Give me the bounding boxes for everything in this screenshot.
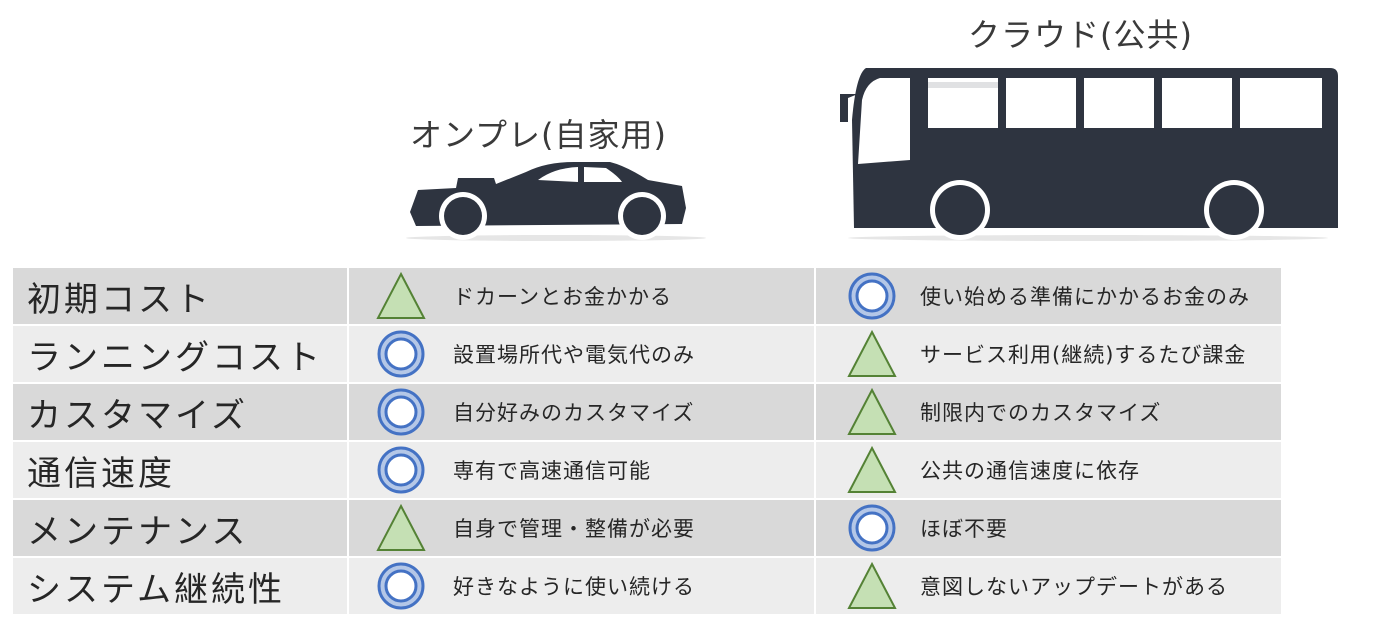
table-row: メンテナンス 自身で管理・整備が必要 ほぼ不要 (13, 500, 1283, 558)
bus-icon (840, 68, 1338, 241)
comparison-table: 初期コスト ドカーンとお金かかる 使い始める準備にかかるお金のみランニングコスト 設置… (13, 268, 1283, 616)
table-row: ランニングコスト 設置場所代や電気代のみ サービス利用(継続)するたび課金 (13, 326, 1283, 384)
cloud-description: 使い始める準備にかかるお金のみ (920, 285, 1250, 309)
cloud-cell: 公共の通信速度に依存 (816, 442, 1283, 500)
cloud-description: ほぼ不要 (920, 517, 1008, 541)
onprem-cell: 自身で管理・整備が必要 (349, 500, 816, 558)
onprem-description: 自分好みのカスタマイズ (453, 401, 695, 425)
cloud-cell: 制限内でのカスタマイズ (816, 384, 1283, 442)
circle-mark-icon (377, 446, 425, 494)
table-row: システム継続性 好きなように使い続ける 意図しないアップデートがある (13, 558, 1283, 616)
onprem-cell: 設置場所代や電気代のみ (349, 326, 816, 384)
criterion-label: システム継続性 (13, 558, 349, 616)
circle-mark-icon (377, 562, 425, 610)
criterion-label: メンテナンス (13, 500, 349, 558)
onprem-description: 専有で高速通信可能 (453, 459, 651, 483)
cloud-cell: 使い始める準備にかかるお金のみ (816, 268, 1283, 326)
onprem-cell: ドカーンとお金かかる (349, 268, 816, 326)
cloud-cell: ほぼ不要 (816, 500, 1283, 558)
sports-car-icon (406, 162, 706, 241)
triangle-mark-icon (847, 445, 897, 493)
onprem-cell: 好きなように使い続ける (349, 558, 816, 616)
onprem-title: オンプレ(自家用) (410, 116, 668, 154)
onprem-cell: 専有で高速通信可能 (349, 442, 816, 500)
cloud-cell: サービス利用(継続)するたび課金 (816, 326, 1283, 384)
circle-mark-icon (848, 504, 896, 552)
triangle-mark-icon (376, 271, 426, 319)
circle-mark-icon (377, 388, 425, 436)
onprem-description: 設置場所代や電気代のみ (453, 343, 695, 367)
criterion-label: カスタマイズ (13, 384, 349, 442)
triangle-mark-icon (376, 503, 426, 551)
triangle-mark-icon (847, 561, 897, 609)
table-row: 通信速度 専有で高速通信可能 公共の通信速度に依存 (13, 442, 1283, 500)
circle-mark-icon (848, 272, 896, 320)
cloud-description: サービス利用(継続)するたび課金 (920, 343, 1247, 367)
criterion-label: ランニングコスト (13, 326, 349, 384)
cloud-cell: 意図しないアップデートがある (816, 558, 1283, 616)
cloud-description: 意図しないアップデートがある (920, 575, 1228, 599)
cloud-title: クラウド(公共) (968, 16, 1193, 54)
criterion-label: 通信速度 (13, 442, 349, 500)
circle-mark-icon (377, 330, 425, 378)
onprem-cell: 自分好みのカスタマイズ (349, 384, 816, 442)
criterion-label: 初期コスト (13, 268, 349, 326)
onprem-description: ドカーンとお金かかる (453, 285, 672, 309)
cloud-description: 公共の通信速度に依存 (920, 459, 1140, 483)
onprem-description: 好きなように使い続ける (453, 575, 695, 599)
table-row: カスタマイズ 自分好みのカスタマイズ 制限内でのカスタマイズ (13, 384, 1283, 442)
triangle-mark-icon (847, 329, 897, 377)
onprem-description: 自身で管理・整備が必要 (453, 517, 695, 541)
table-row: 初期コスト ドカーンとお金かかる 使い始める準備にかかるお金のみ (13, 268, 1283, 326)
triangle-mark-icon (847, 387, 897, 435)
cloud-description: 制限内でのカスタマイズ (920, 401, 1162, 425)
